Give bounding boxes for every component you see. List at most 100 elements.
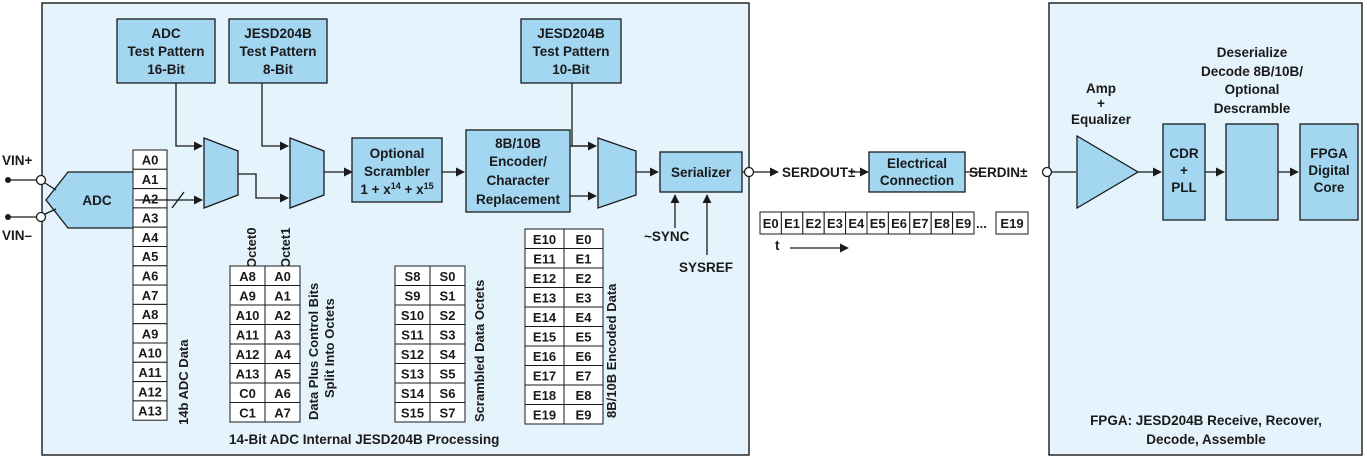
encoded-cell: E16 (524, 345, 565, 366)
input-vin-minus: VIN– (2, 211, 47, 243)
adc-data-cell: A13 (132, 400, 168, 421)
serdout-label: SERDOUT± (782, 165, 856, 180)
octet-cell: A10 (229, 304, 266, 325)
adc-data-cell-label: A5 (142, 249, 159, 264)
deserialize-block: Deserialize Decode 8B/10B/ Optional Desc… (1201, 45, 1303, 221)
scrambled-cell: S11 (394, 324, 431, 345)
octet-cell: A1 (264, 285, 301, 306)
octet-cell-label: A13 (236, 366, 260, 381)
octet0-header: Octet0 (244, 228, 259, 268)
encoded-cell-label: E9 (576, 407, 592, 422)
jesd-10bit-test-pattern-block: JESD204B Test Pattern 10-Bit (520, 18, 622, 84)
encoded-cell: E2 (563, 267, 604, 288)
encoded-cell: E4 (563, 306, 604, 327)
deser-line-1: Deserialize (1217, 45, 1288, 60)
octet-cell: A9 (229, 285, 266, 306)
scrambled-cell-label: S4 (440, 347, 457, 362)
time-label: t (775, 238, 780, 253)
octet-cell-label: A8 (239, 269, 256, 284)
scrambled-cell-label: S1 (440, 288, 456, 303)
octets-caption-2: Split Into Octets (322, 298, 337, 398)
adc-data-cell-label: A13 (138, 404, 162, 419)
stream-cell-label: E9 (955, 216, 971, 231)
encoded-cell: E17 (524, 365, 565, 386)
octet-cell-label: A0 (274, 269, 291, 284)
encoded-cell: E8 (563, 384, 604, 405)
amp-line-2: + (1097, 96, 1105, 111)
encoded-cell-label: E13 (533, 290, 556, 305)
octets-caption-1: Data Plus Control Bits (306, 283, 321, 420)
electrical-connection-block: Electrical Connection (868, 151, 966, 193)
adc-data-caption: 14b ADC Data (176, 339, 191, 425)
encoded-cell: E18 (524, 384, 565, 405)
stream-cell: E6 (887, 211, 911, 235)
encoder-line-3: Character (486, 173, 550, 188)
octet-cell: A12 (229, 343, 266, 364)
jesd-8bit-test-pattern-block: JESD204B Test Pattern 8-Bit (228, 18, 328, 84)
jesd8-tp-line-3: 8-Bit (263, 62, 294, 77)
core-line-2: Digital (1308, 163, 1349, 178)
encoded-cell-label: E5 (576, 329, 592, 344)
scrambled-cell: S8 (394, 265, 431, 286)
octet-cell: A2 (264, 304, 301, 325)
encoded-cell: E15 (524, 326, 565, 347)
adc-data-cell: A5 (132, 246, 168, 267)
adc-data-cell: A6 (132, 265, 168, 286)
deser-line-3: Optional (1225, 82, 1280, 97)
adc-data-cell: A2 (132, 188, 168, 209)
scrambler-formula: 1 + x14 + x15 (360, 181, 433, 197)
octet-cell: A11 (229, 324, 266, 345)
adc-test-pattern-block: ADC Test Pattern 16-Bit (116, 18, 216, 84)
stream-cell-label: E2 (806, 216, 822, 231)
stream-cell-label: E1 (784, 216, 800, 231)
octet-cell-label: A7 (274, 405, 291, 420)
adc-data-cell: A4 (132, 226, 168, 247)
adc-data-cell-label: A4 (142, 230, 159, 245)
scrambled-cell: S10 (394, 304, 431, 325)
encoded-cell: E3 (563, 287, 604, 308)
scrambled-caption: Scrambled Data Octets (472, 280, 487, 422)
encoded-cell-label: E8 (576, 388, 592, 403)
scrambled-cell-label: S6 (440, 386, 456, 401)
encoded-cell-label: E0 (576, 232, 592, 247)
adc-data-cell-label: A11 (138, 365, 161, 380)
adc-tp-line-2: Test Pattern (127, 44, 204, 59)
stream-cell: E8 (930, 211, 954, 235)
scrambled-cell-label: S3 (440, 327, 456, 342)
encoded-cell-label: E12 (533, 271, 556, 286)
encoded-table: E10E11E12E13E14E15E16E17E18E19E0E1E2E3E4… (524, 228, 604, 425)
stream-ellipsis: ... (976, 216, 987, 231)
octet-cell: A6 (264, 382, 301, 403)
octet-cell-label: A2 (274, 308, 291, 323)
scrambled-cell-label: S10 (401, 308, 424, 323)
scrambled-cell: S1 (429, 285, 466, 306)
encoded-cell: E10 (524, 228, 565, 249)
scrambler-block: Optional Scrambler 1 + x14 + x15 (351, 137, 443, 203)
octet1-header: Octet1 (278, 228, 293, 268)
encoded-cell-label: E2 (576, 271, 592, 286)
stream-last-cell: E19 (995, 211, 1029, 235)
encoder-line-4: Replacement (476, 192, 561, 207)
scrambler-line-1: Optional (370, 146, 425, 161)
serdin-label-visible: SERDIN± (969, 165, 1028, 180)
encoder-line-2: Encoder/ (489, 154, 547, 169)
stream-cell-label: E0 (763, 216, 779, 231)
encoded-cell: E6 (563, 345, 604, 366)
fpga-panel (1048, 2, 1363, 456)
octet-cell-label: A5 (274, 366, 291, 381)
stream-cell: E5 (866, 211, 889, 235)
sync-label: ~SYNC (644, 229, 690, 244)
encoded-cell-label: E7 (576, 368, 592, 383)
scrambled-cell-label: S12 (401, 347, 424, 362)
jesd10-tp-line-1: JESD204B (537, 26, 605, 41)
octet-cell-label: A11 (236, 327, 259, 342)
adc-data-cell: A0 (132, 149, 168, 170)
octet-cell-label: A12 (236, 347, 260, 362)
adc-data-cell-label: A6 (142, 268, 159, 283)
encoded-cell-label: E6 (576, 349, 592, 364)
adc-data-cell-label: A1 (142, 172, 159, 187)
stream-cell: E3 (823, 211, 847, 235)
